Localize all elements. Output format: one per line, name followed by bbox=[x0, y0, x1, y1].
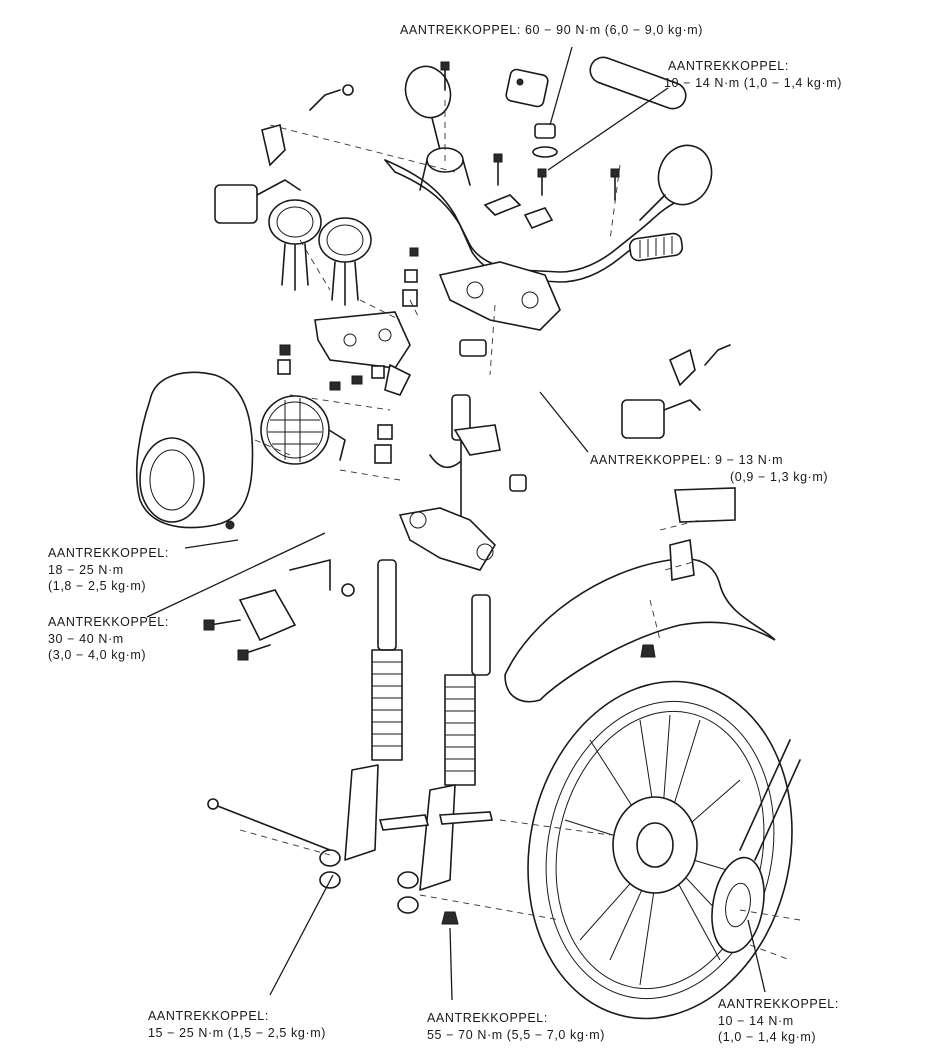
callout-line: 55 − 70 N·m (5,5 − 7,0 kg·m) bbox=[427, 1027, 605, 1042]
callout-line: AANTREKKOPPEL: bbox=[48, 546, 169, 560]
left-fork-leg bbox=[319, 559, 403, 889]
front-wheel bbox=[527, 680, 793, 1020]
callout-line: 10 − 14 N·m (1,0 − 1,4 kg·m) bbox=[664, 75, 842, 90]
callout-line: AANTREKKOPPEL: 9 − 13 N·m bbox=[590, 453, 784, 467]
right-fork-leg bbox=[397, 594, 491, 925]
bottom-bridge bbox=[398, 474, 527, 571]
torque-callout-headlight-shell: AANTREKKOPPEL: 18 − 25 N·m (1,8 − 2,5 kg… bbox=[48, 545, 169, 595]
callout-line: (1,8 − 2,5 kg·m) bbox=[48, 579, 147, 593]
callout-line: AANTREKKOPPEL: bbox=[48, 615, 169, 629]
separate-grip bbox=[589, 56, 687, 110]
left-turn-signal bbox=[214, 84, 354, 224]
torque-callout-handlebar-holder: AANTREKKOPPEL: 60 − 90 N·m (6,0 − 9,0 kg… bbox=[400, 22, 703, 39]
speedometer bbox=[268, 199, 322, 291]
right-mirror bbox=[639, 144, 713, 221]
torque-callout-stem-bolt: AANTREKKOPPEL: 9 − 13 N·m (0,9 − 1,3 kg·… bbox=[590, 452, 828, 485]
torque-callout-axle-nut: AANTREKKOPPEL: 55 − 70 N·m (5,5 − 7,0 kg… bbox=[427, 1010, 605, 1043]
callout-line: 18 − 25 N·m bbox=[48, 562, 124, 577]
callout-line: (1,0 − 1,4 kg·m) bbox=[718, 1030, 817, 1044]
steering-stem bbox=[429, 394, 501, 541]
torque-callout-brake-arm: AANTREKKOPPEL: 10 − 14 N·m (1,0 − 1,4 kg… bbox=[718, 996, 839, 1046]
master-cylinder bbox=[505, 68, 558, 158]
callout-line: (3,0 − 4,0 kg·m) bbox=[48, 648, 147, 662]
headlight-lens bbox=[260, 395, 346, 465]
top-bridge bbox=[438, 261, 561, 357]
instrument-bracket bbox=[314, 311, 412, 396]
torque-callout-master-cylinder: AANTREKKOPPEL: 10 − 14 N·m (1,0 − 1,4 kg… bbox=[664, 58, 842, 91]
throttle-grip bbox=[628, 232, 684, 262]
handlebar-clamp-bolts bbox=[440, 61, 620, 230]
callout-line: 10 − 14 N·m bbox=[718, 1013, 794, 1028]
torque-callout-axle-holder: AANTREKKOPPEL: 15 − 25 N·m (1,5 − 2,5 kg… bbox=[148, 1008, 326, 1041]
torque-callout-bottom-bridge: AANTREKKOPPEL: 30 − 40 N·m (3,0 − 4,0 kg… bbox=[48, 614, 169, 664]
brake-panel bbox=[711, 739, 801, 954]
right-turn-signal bbox=[621, 344, 731, 439]
headlight-shell bbox=[135, 371, 254, 530]
callout-leader-lines bbox=[146, 46, 766, 1001]
regulator-box bbox=[203, 559, 355, 661]
callout-line: AANTREKKOPPEL: bbox=[718, 997, 839, 1011]
tachometer bbox=[318, 217, 372, 306]
left-mirror bbox=[404, 65, 452, 151]
callout-line: (0,9 − 1,3 kg·m) bbox=[730, 469, 829, 484]
callout-line: AANTREKKOPPEL: bbox=[427, 1011, 548, 1025]
callout-line: AANTREKKOPPEL: bbox=[148, 1009, 269, 1023]
bracket-fasteners bbox=[277, 247, 419, 464]
callout-line: 15 − 25 N·m (1,5 − 2,5 kg·m) bbox=[148, 1025, 326, 1040]
callout-line: 30 − 40 N·m bbox=[48, 631, 124, 646]
axle bbox=[207, 798, 494, 851]
assembly-guide-lines bbox=[239, 100, 801, 961]
front-fender bbox=[504, 487, 776, 703]
callout-line: AANTREKKOPPEL: 60 − 90 N·m (6,0 − 9,0 kg… bbox=[400, 23, 703, 37]
callout-line: AANTREKKOPPEL: bbox=[668, 59, 789, 73]
